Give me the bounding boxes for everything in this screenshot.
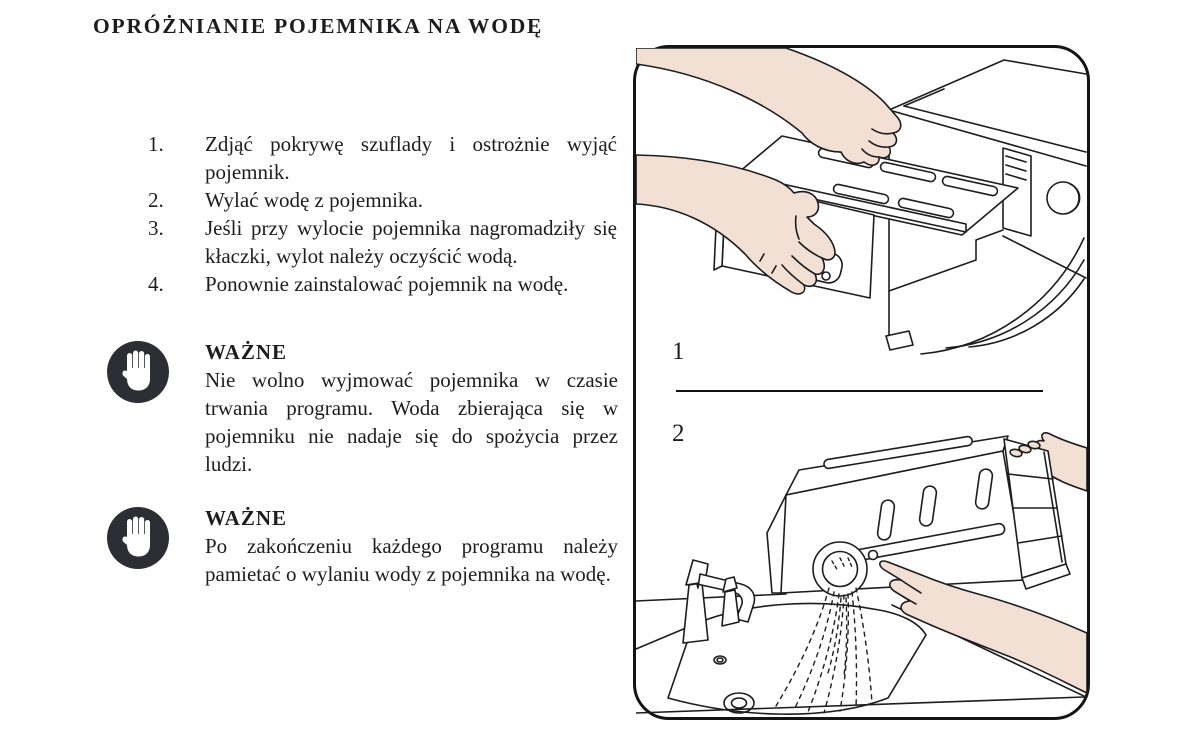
page-title: OPRÓŻNIANIE POJEMNIKA NA WODĘ xyxy=(93,14,544,38)
list-item-text: Wylać wodę z pojemnika. xyxy=(205,188,423,212)
machine-foot xyxy=(885,330,914,351)
water-stream-drawing xyxy=(775,557,873,714)
stop-hand-icon xyxy=(107,341,169,403)
sink-drain xyxy=(723,692,755,714)
notice-body: Nie wolno wyjmować pojemnika w czasie tr… xyxy=(205,368,618,476)
figure-2-emptying-illustration xyxy=(636,432,1087,715)
water-container-tilted-drawing xyxy=(766,435,1071,597)
fingertips-over-frame xyxy=(1009,440,1041,458)
list-item-number: 4. xyxy=(148,272,164,296)
instruction-list: 1. Zdjąć pokrywę szuflady i ostrożnie wy… xyxy=(148,130,618,298)
important-notice: WAŻNE Nie wolno wyjmować pojemnika w cza… xyxy=(107,338,619,478)
list-item: 3. Jeśli przy wylocie pojemnika nagromad… xyxy=(148,214,618,270)
notice-content: WAŻNE Nie wolno wyjmować pojemnika w cza… xyxy=(205,338,618,478)
important-notice: WAŻNE Po zakończeniu każdego programu na… xyxy=(107,504,619,588)
figure-step-2-label: 2 xyxy=(672,420,685,447)
list-item-number: 1. xyxy=(148,132,164,156)
sink-and-faucet-drawing xyxy=(636,559,1087,715)
illustration-canvas xyxy=(636,48,1087,715)
pointing-hand-drawing xyxy=(879,560,1087,694)
list-item-number: 2. xyxy=(148,188,164,212)
notice-heading: WAŻNE xyxy=(205,340,288,364)
notice-body: Po zakończeniu każdego programu należy p… xyxy=(205,534,618,586)
notice-heading: WAŻNE xyxy=(205,506,288,530)
overflow-hole xyxy=(713,655,727,665)
figure-panel: 1 2 xyxy=(633,45,1090,720)
upper-hand-drawing xyxy=(636,48,902,166)
list-item-text: Jeśli przy wylocie pojemnika nagromadził… xyxy=(205,216,617,268)
list-item-text: Ponownie zainstalować pojemnik na wodę. xyxy=(205,272,569,296)
dryer-machine-drawing xyxy=(885,59,1087,355)
stop-hand-icon xyxy=(107,507,169,569)
figure-step-1-label: 1 xyxy=(672,338,685,365)
list-item: 1. Zdjąć pokrywę szuflady i ostrożnie wy… xyxy=(148,130,618,186)
list-item: 4. Ponownie zainstalować pojemnik na wod… xyxy=(148,270,618,298)
lower-hand-drawing xyxy=(636,154,836,295)
figure-1-drawer-removal-illustration xyxy=(636,48,1087,355)
list-item: 2. Wylać wodę z pojemnika. xyxy=(148,186,618,214)
notice-content: WAŻNE Po zakończeniu każdego programu na… xyxy=(205,504,618,588)
faucet-drawing xyxy=(682,559,756,644)
list-item-number: 3. xyxy=(148,216,164,240)
list-item-text: Zdjąć pokrywę szuflady i ostrożnie wyjąć… xyxy=(205,132,617,184)
figure-divider-line xyxy=(676,390,1043,393)
